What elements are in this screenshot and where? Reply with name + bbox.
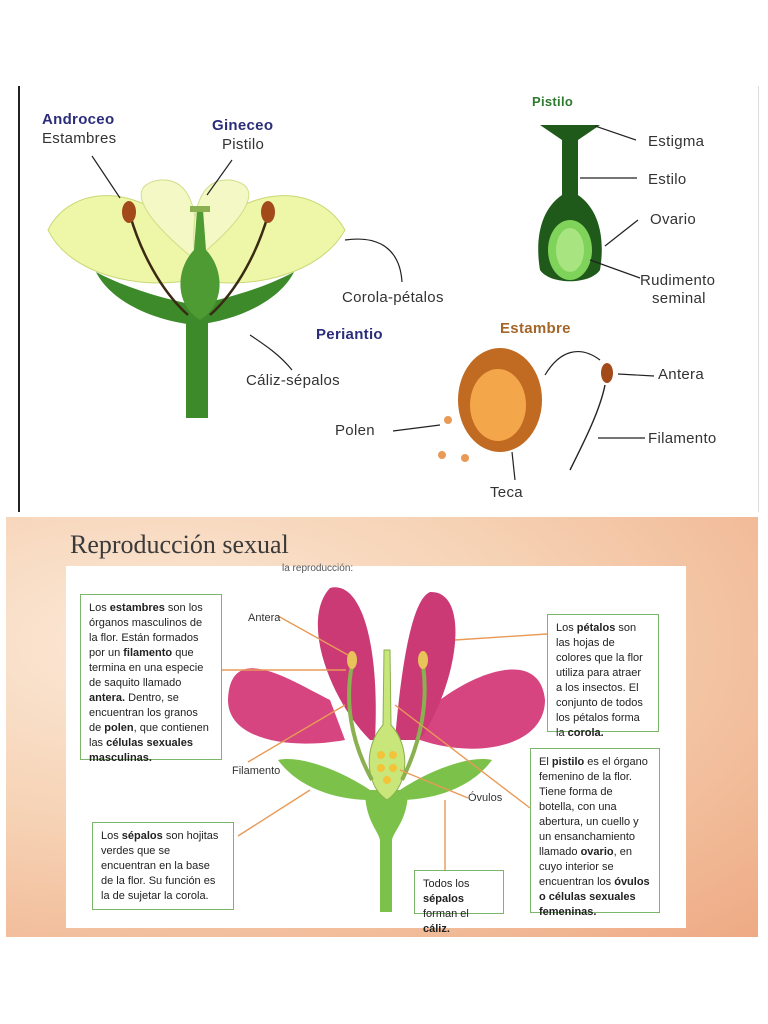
yellow-flower <box>47 179 346 418</box>
petalos-info-box: Los pétalos son las hojas de colores que… <box>547 614 659 739</box>
ovulos-small-label: Óvulos <box>468 792 503 804</box>
seminal-label: seminal <box>652 290 706 307</box>
filamento-label: Filamento <box>648 430 717 447</box>
pistilo-label: Pistilo <box>222 136 265 153</box>
antera-small-label: Antera <box>248 612 281 624</box>
flower-illustration-top <box>47 125 655 481</box>
filamento-small-label: Filamento <box>232 765 281 777</box>
left-border-line <box>18 86 20 512</box>
periantio-label: Periantio <box>316 326 383 343</box>
estambre-title: Estambre <box>500 320 571 337</box>
pistilo-title: Pistilo <box>532 94 574 109</box>
polen-label: Polen <box>335 422 375 439</box>
gineceo-title: Gineceo <box>212 117 274 134</box>
caliz-info-box: Todos los sépalos forman el cáliz. <box>414 870 504 935</box>
right-border-line <box>758 86 759 512</box>
pink-flower-illustration <box>222 587 548 912</box>
antera-label: Antera <box>658 366 704 383</box>
estambres-label: Estambres <box>42 130 117 147</box>
rudimento-label: Rudimento <box>640 272 716 289</box>
teca-label: Teca <box>490 484 523 501</box>
stamen-diagram <box>392 348 655 481</box>
estambres-info-box: Los estambres son los órganos masculinos… <box>80 594 222 764</box>
caliz-label: Cáliz-sépalos <box>246 372 340 389</box>
pistilo-info-box: El pistilo es el órgano femenino de la f… <box>530 748 660 918</box>
ovario-label: Ovario <box>650 211 696 228</box>
slide-title: Reproducción sexual <box>70 530 289 559</box>
card-caption: la reproducción: <box>282 563 354 574</box>
sepalos-info-box: Los sépalos son hojitas verdes que se en… <box>92 822 234 910</box>
corola-label: Corola-pétalos <box>342 289 444 306</box>
pistil-diagram <box>538 125 641 282</box>
estilo-label: Estilo <box>648 171 687 188</box>
androceo-title: Androceo <box>42 111 115 128</box>
estigma-label: Estigma <box>648 133 705 150</box>
